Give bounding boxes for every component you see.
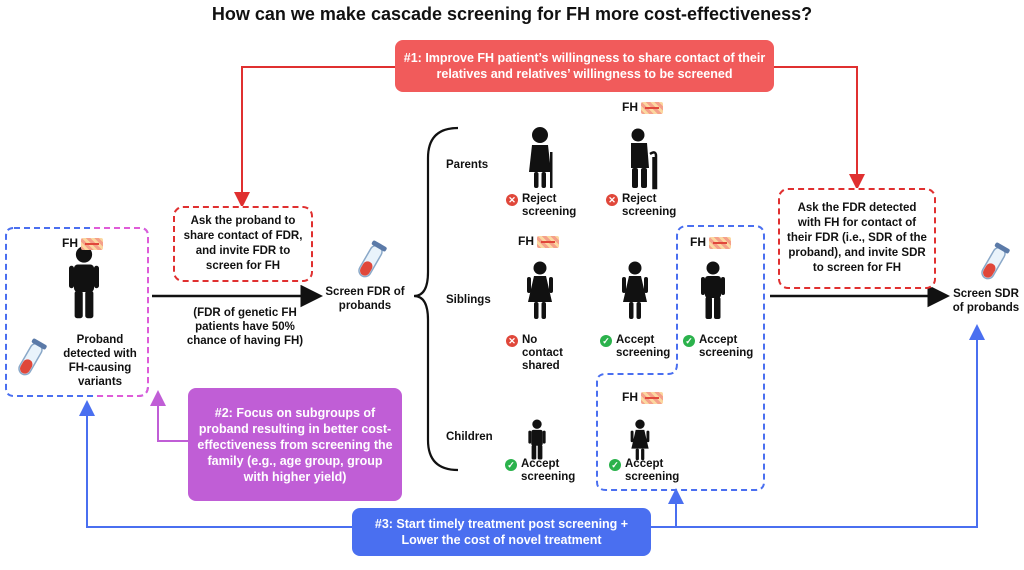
sibling-3-status: ✓Accept screening — [683, 334, 759, 360]
fh-gene-badge-icon — [709, 236, 731, 249]
child-girl-icon — [630, 419, 650, 461]
strategy-3-box: #3: Start timely treatment post screenin… — [352, 508, 651, 556]
test-tube-icon-fdr — [358, 240, 387, 278]
connector-s1-right — [774, 66, 865, 190]
diagram-title: How can we make cascade screening for FH… — [211, 4, 813, 24]
proband-person-icon — [69, 246, 99, 319]
fh-label: FH — [62, 236, 78, 250]
fh-gene-badge-icon — [641, 391, 663, 404]
connector-s1-left — [234, 66, 395, 208]
cross-icon: ✕ — [506, 194, 518, 206]
sibling-man-accept-icon — [701, 261, 725, 319]
strategy-1-box: #1: Improve FH patient’s willingness to … — [395, 40, 774, 92]
proband-caption: Proband detected with FH-causing variant… — [63, 334, 137, 388]
cross-icon: ✕ — [606, 194, 618, 206]
parent-fh-tag: FH — [622, 100, 663, 114]
parent-grandfather-icon — [631, 128, 658, 190]
fh-label: FH — [518, 234, 534, 248]
connector-s3-left — [79, 400, 352, 528]
connector-s2 — [150, 390, 188, 442]
fh-gene-badge-icon — [537, 235, 559, 248]
group-label-siblings: Siblings — [446, 294, 491, 306]
sibling-woman-accept-icon — [622, 261, 648, 319]
connector-s3-right — [651, 324, 985, 528]
fh-relatives-outline — [596, 225, 765, 491]
fdr-brace — [413, 126, 459, 472]
child-1-status: ✓Accept screening — [505, 458, 581, 484]
test-tube-icon-proband — [18, 338, 47, 376]
ask-proband-box: Ask the proband to share contact of FDR,… — [173, 206, 313, 282]
child-2-status: ✓Accept screening — [609, 458, 685, 484]
connector-s3-middle — [651, 488, 684, 528]
proband-group-outline-pink — [94, 227, 149, 397]
check-icon: ✓ — [683, 335, 695, 347]
sibling-2-status: ✓Accept screening — [600, 334, 672, 360]
screen-fdr-label: Screen FDR of probands — [325, 286, 405, 312]
strategy-2-box: #2: Focus on subgroups of proband result… — [188, 388, 402, 501]
fh-label: FH — [622, 100, 638, 114]
fh-label: FH — [622, 390, 638, 404]
screen-sdr-label: Screen SDR of probands — [952, 288, 1020, 314]
fh-gene-badge-icon — [81, 237, 103, 250]
sibling-1-status: ✕No contact shared — [506, 334, 576, 373]
fh-label: FH — [690, 235, 706, 249]
proband-fh-tag: FH — [62, 236, 103, 250]
sibling-woman-no-contact-icon — [527, 261, 553, 319]
cross-icon: ✕ — [506, 335, 518, 347]
parent-grandmother-icon — [529, 127, 553, 188]
sibling-fh-tag: FH — [518, 234, 559, 248]
parent-1-status: ✕Reject screening — [506, 193, 576, 219]
group-label-parents: Parents — [446, 159, 489, 171]
child-fh-tag: FH — [622, 390, 663, 404]
test-tube-icon-sdr — [981, 242, 1010, 280]
parent-2-status: ✕Reject screening — [606, 193, 676, 219]
check-icon: ✓ — [505, 459, 517, 471]
check-icon: ✓ — [609, 459, 621, 471]
group-label-children: Children — [446, 431, 493, 443]
fh-gene-badge-icon — [641, 101, 663, 114]
child-boy-icon — [528, 419, 546, 460]
fdr-chance-note: (FDR of genetic FH patients have 50% cha… — [186, 307, 304, 347]
ask-fdr-box: Ask the FDR detected with FH for contact… — [778, 188, 936, 289]
check-icon: ✓ — [600, 335, 612, 347]
sibling-man-fh-tag: FH — [690, 235, 731, 249]
